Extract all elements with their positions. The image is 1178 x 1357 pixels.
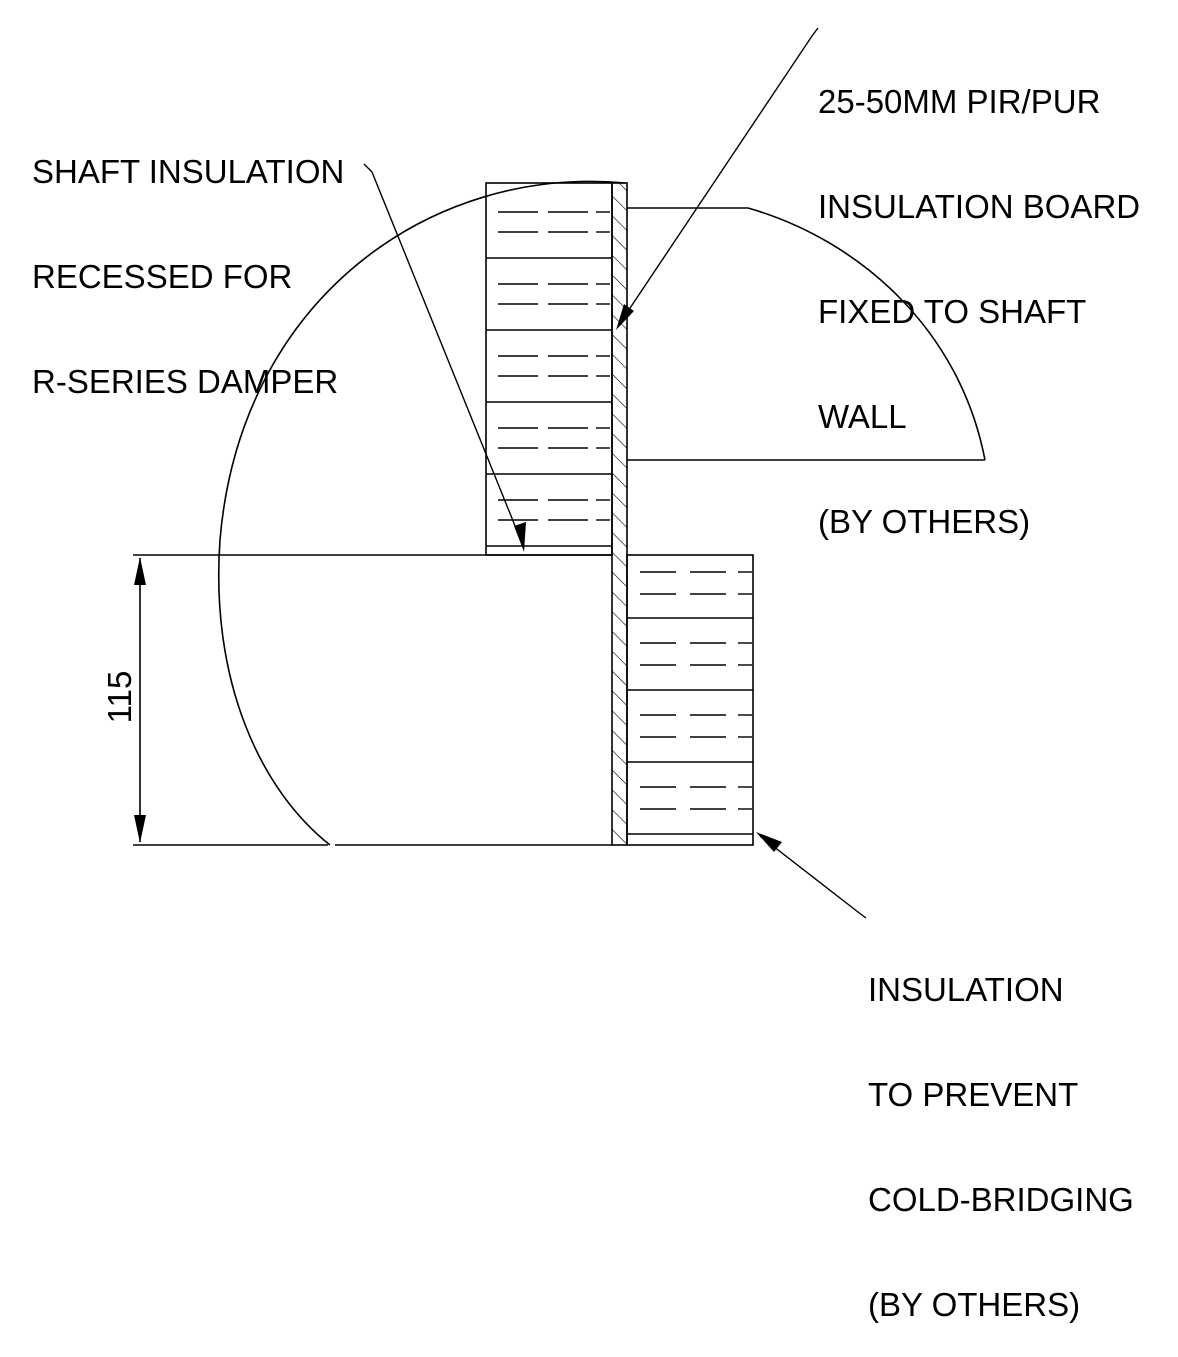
detail-drawing: [133, 27, 986, 919]
cold-bridging-line-1: INSULATION: [868, 971, 1064, 1008]
dimension-arrowheads: [134, 557, 146, 843]
insulation-board-line-1: 25-50MM PIR/PUR: [818, 83, 1101, 120]
leader-arrow-bridging: [756, 832, 782, 852]
cold-bridging-label: INSULATION TO PREVENT COLD-BRIDGING (BY …: [868, 902, 1134, 1357]
lower-insulation-block: [626, 554, 754, 846]
cold-bridging-line-4: (BY OTHERS): [868, 1286, 1081, 1323]
shaft-insulation-line-1: SHAFT INSULATION: [32, 153, 345, 190]
insulation-board-line-3: FIXED TO SHAFT: [818, 293, 1087, 330]
cold-bridging-line-2: TO PREVENT: [868, 1076, 1079, 1113]
breakout-arc-right: [747, 207, 986, 461]
insulation-board-line-4: WALL: [818, 398, 907, 435]
leader-shaft-insulation: [363, 163, 525, 549]
shaft-wall: [611, 182, 628, 846]
leader-arrow-shaft: [514, 522, 526, 552]
dimension-value: 115: [101, 670, 138, 724]
leader-insulation-board: [617, 27, 819, 327]
cold-bridging-line-3: COLD-BRIDGING: [868, 1181, 1134, 1218]
shaft-insulation-line-3: R-SERIES DAMPER: [32, 363, 339, 400]
breakout-arc-left: [217, 180, 626, 846]
leader-arrow-board: [616, 304, 634, 330]
insulation-board-label: 25-50MM PIR/PUR INSULATION BOARD FIXED T…: [818, 14, 1140, 574]
leader-cold-bridging: [759, 835, 867, 919]
insulation-board-line-5: (BY OTHERS): [818, 503, 1031, 540]
shaft-insulation-line-2: RECESSED FOR: [32, 258, 293, 295]
shaft-insulation-label: SHAFT INSULATION RECESSED FOR R-SERIES D…: [32, 84, 344, 434]
insulation-board-line-2: INSULATION BOARD: [818, 188, 1141, 225]
lower-insulation-dashes: [640, 571, 752, 810]
